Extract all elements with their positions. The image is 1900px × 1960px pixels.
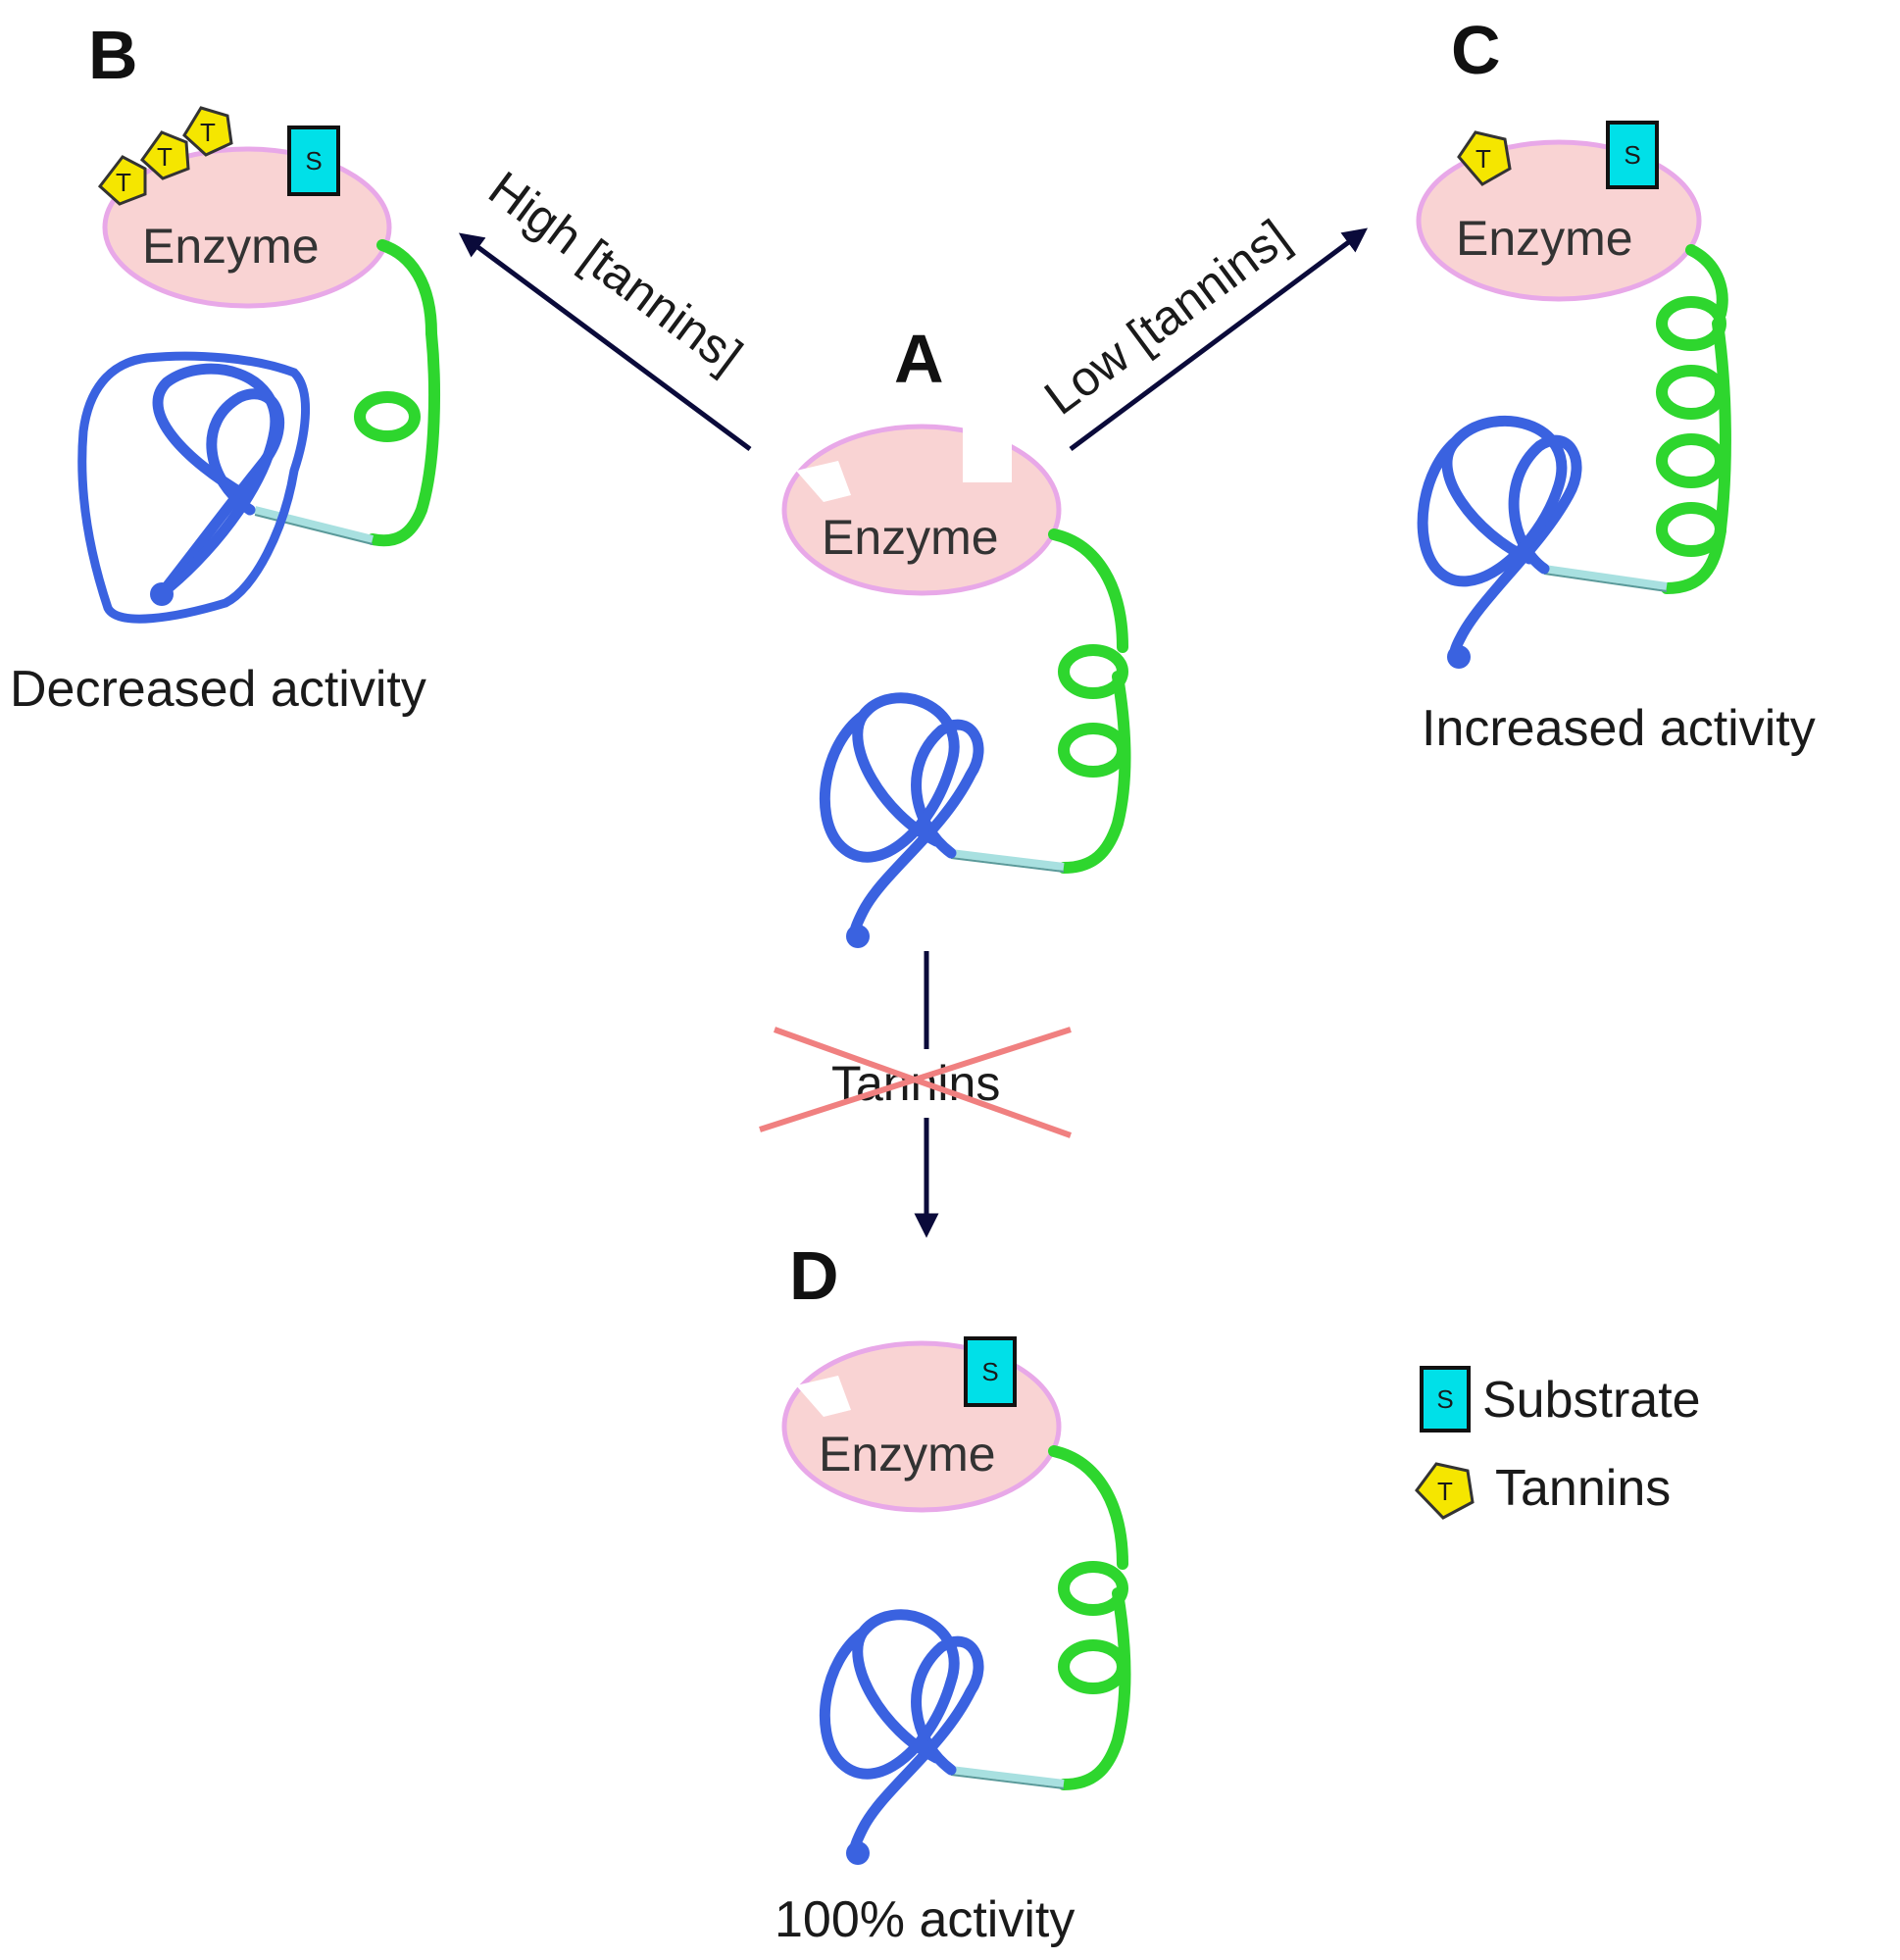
arrow-no-tannins: Tannins [759,951,1073,1238]
legend-tannins: T Tannins [1415,1460,1671,1520]
enzyme-b: Enzyme [102,146,392,309]
protein-ribbon-a [819,528,1131,948]
panel-c: C Enzyme T S Increased activity [1416,12,1816,757]
substrate-icon: S [1606,121,1659,189]
strike-cross [759,1027,1073,1138]
tannin-icon: T [1415,1462,1475,1520]
legend-tannins-label: Tannins [1495,1460,1671,1517]
caption-d: 100% activity [775,1891,1075,1948]
enzyme-d-label: Enzyme [819,1427,996,1482]
svg-text:T: T [116,168,131,197]
legend: S Substrate T Tannins [1415,1366,1701,1520]
panel-b: B Enzyme T T T S [10,17,440,718]
panel-c-letter: C [1451,12,1501,88]
substrate-icon: S [287,126,340,196]
svg-text:S: S [1436,1384,1453,1414]
panel-d: D Enzyme S 100% activity [775,1237,1131,1948]
enzyme-a-label: Enzyme [822,510,999,565]
protein-ribbon-b [77,239,440,624]
panel-d-letter: D [789,1237,839,1314]
enzyme-b-label: Enzyme [142,219,320,274]
arrow-high-tannins: High [tannins] [458,161,752,452]
tannin-icon: T [1457,130,1512,186]
caption-c: Increased activity [1422,700,1816,757]
svg-text:T: T [1437,1477,1453,1506]
substrate-icon: S [1420,1366,1471,1432]
svg-text:S: S [305,146,322,176]
tannin-icon: T [97,155,147,206]
legend-substrate: S Substrate [1420,1366,1701,1432]
tannin-icon: T [182,106,233,157]
enzyme-a: Enzyme [781,412,1062,596]
tannin-icon: T [140,130,190,180]
svg-text:T: T [1475,144,1491,174]
svg-text:T: T [200,118,216,147]
panel-b-letter: B [88,17,138,93]
svg-text:T: T [157,142,173,172]
protein-ribbon-d [819,1445,1131,1865]
substrate-icon: S [964,1336,1017,1407]
svg-text:S: S [1624,140,1640,170]
enzyme-d: Enzyme [781,1340,1062,1513]
panel-a: A Enzyme [781,321,1131,948]
panel-a-letter: A [894,321,944,397]
caption-b: Decreased activity [10,661,426,718]
arrow-low-tannins: Low [tannins] [1034,209,1369,452]
protein-ribbon-c [1417,244,1731,669]
svg-text:S: S [981,1357,998,1386]
legend-substrate-label: Substrate [1482,1372,1701,1429]
arrow-low-label: Low [tannins] [1034,209,1299,426]
enzyme-c-label: Enzyme [1456,211,1633,266]
